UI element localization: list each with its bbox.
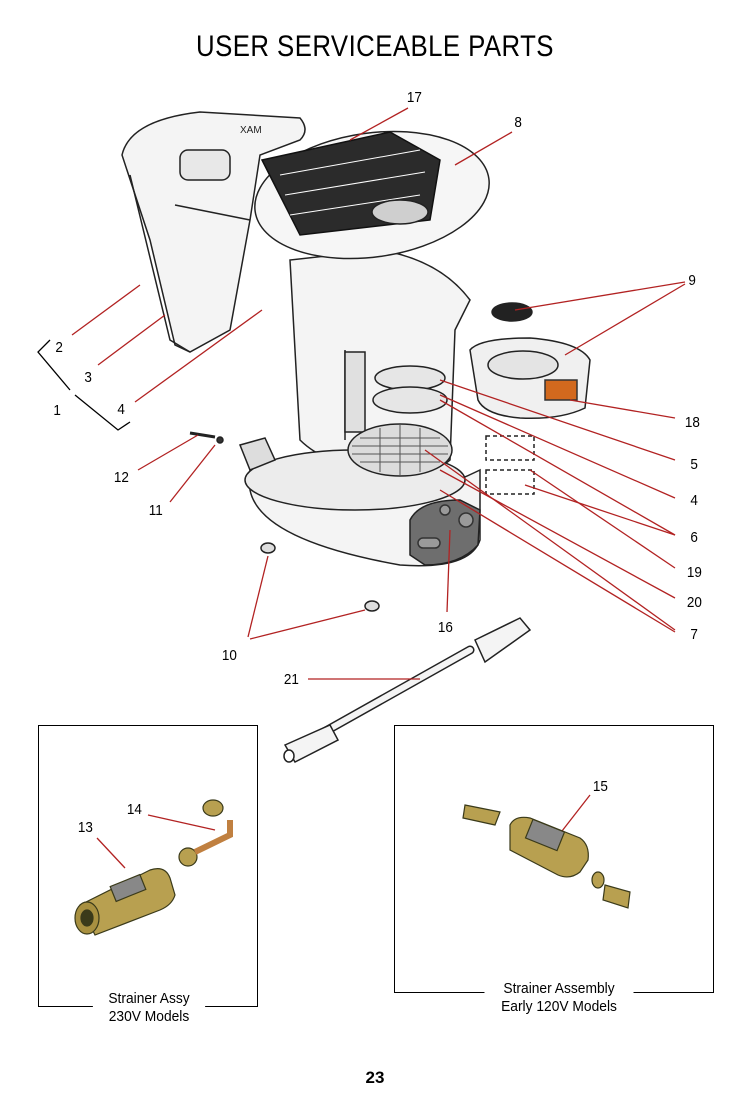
callout-leader-lines <box>71 107 686 869</box>
callout-3: 3 <box>84 369 92 386</box>
callout-13: 13 <box>77 819 93 836</box>
callout-19: 19 <box>686 564 702 581</box>
caption-line: Strainer Assy <box>108 990 190 1007</box>
page-number: 23 <box>365 1068 385 1087</box>
callout-4: 4 <box>117 401 125 418</box>
callout-8: 8 <box>514 114 522 131</box>
caption-line: Early 120V Models <box>501 998 617 1015</box>
callout-6: 6 <box>690 529 698 546</box>
coffee-machine-illustration: XAM <box>121 111 591 763</box>
inset-box-230v <box>38 725 258 1007</box>
callout-15: 15 <box>592 778 608 795</box>
inset-caption-230v: Strainer Assy 230V Models <box>92 990 206 1026</box>
callout-1: 1 <box>53 402 61 419</box>
caption-line: Strainer Assembly <box>503 980 615 997</box>
callout-20: 20 <box>686 594 702 611</box>
callout-16: 16 <box>437 619 453 636</box>
callout-17: 17 <box>406 89 422 106</box>
callout-4b: 4 <box>690 492 698 509</box>
strainer-assy-230v <box>74 799 233 936</box>
group-bracket <box>37 339 131 431</box>
inset-caption-120v: Strainer Assembly Early 120V Models <box>484 980 634 1016</box>
inset-box-120v <box>394 725 714 993</box>
callout-2: 2 <box>55 339 63 356</box>
callout-11: 11 <box>148 502 163 519</box>
callout-21: 21 <box>283 671 299 688</box>
callout-18: 18 <box>684 414 700 431</box>
caption-line: 230V Models <box>108 1008 190 1025</box>
svg-text:XAM: XAM <box>240 125 262 136</box>
callout-14: 14 <box>126 801 142 818</box>
callout-5: 5 <box>690 456 698 473</box>
callout-9: 9 <box>688 272 696 289</box>
callout-12: 12 <box>113 469 129 486</box>
page-title: USER SERVICEABLE PARTS <box>196 30 554 63</box>
callout-7: 7 <box>690 626 698 643</box>
strainer-assembly-120v <box>462 804 631 909</box>
callout-10: 10 <box>221 647 237 664</box>
